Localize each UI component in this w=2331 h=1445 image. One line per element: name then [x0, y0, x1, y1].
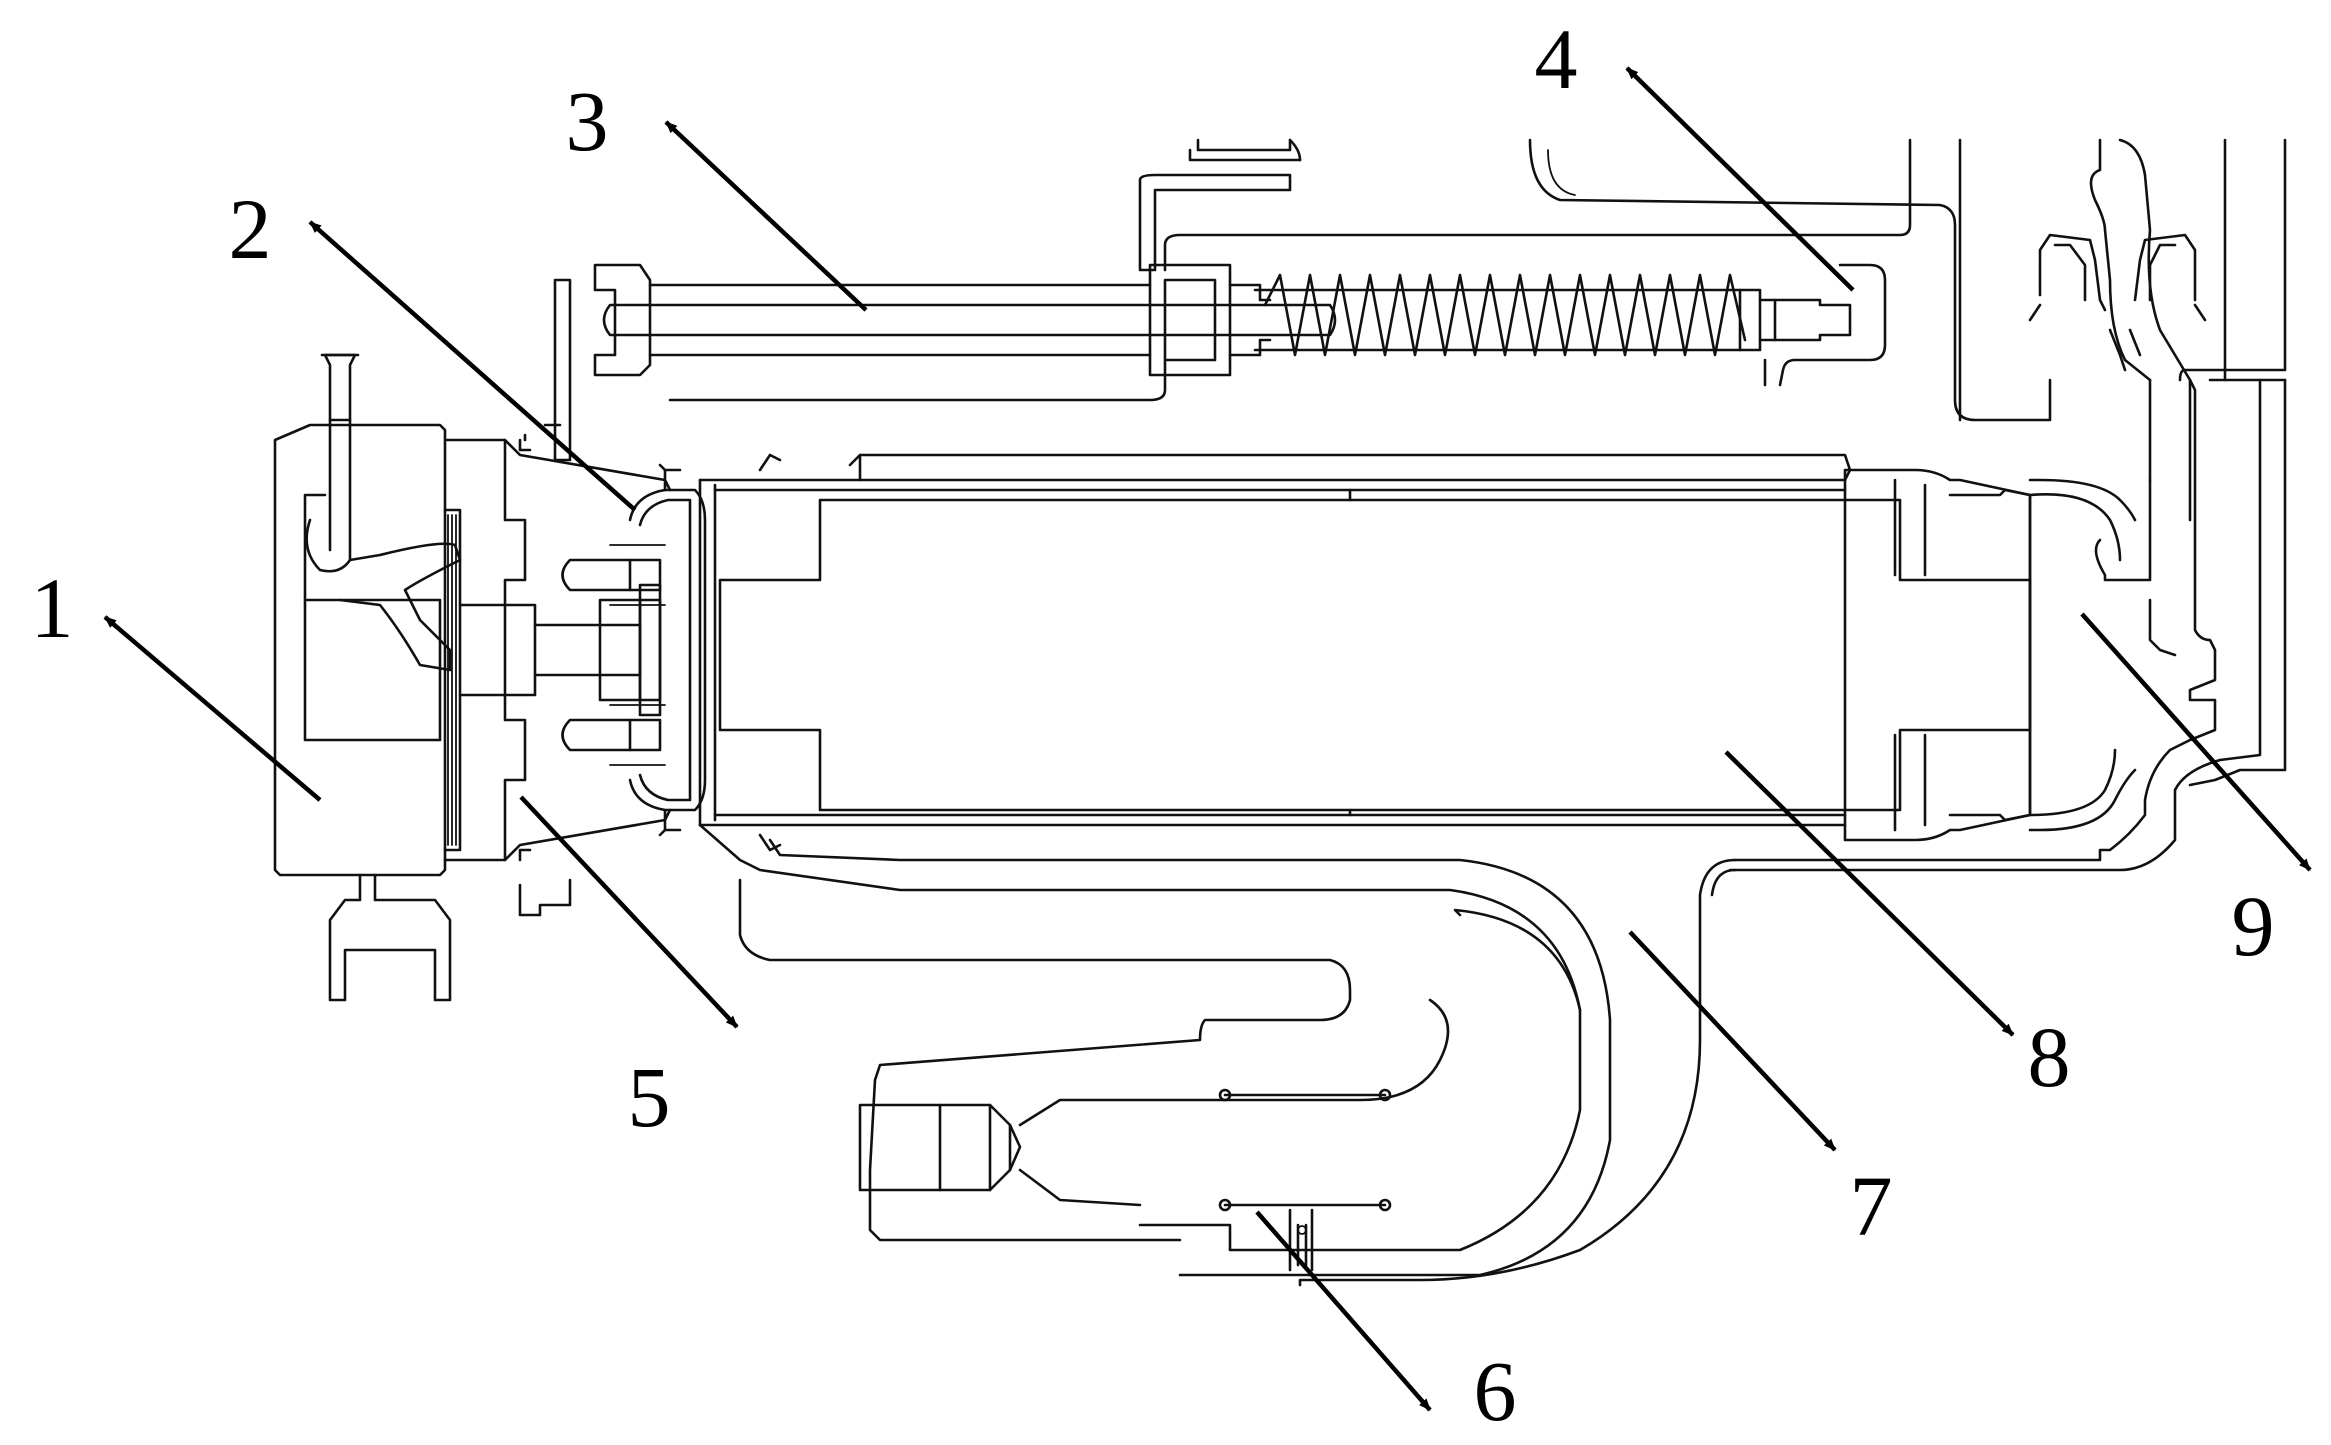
callout-3: 3: [566, 73, 609, 169]
leader-arrows: [103, 66, 2312, 1412]
leader-arrow-9: [2080, 612, 2312, 872]
callout-9: 9: [2232, 878, 2275, 974]
callout-5: 5: [628, 1049, 671, 1145]
leader-arrow-5: [519, 795, 739, 1029]
callout-6: 6: [1474, 1343, 1517, 1439]
leader-arrow-4: [1625, 66, 1855, 292]
callout-labels: 1 2 3 4 5 6 7 8 9: [31, 11, 2275, 1439]
left-end-fitting: [273, 353, 462, 1002]
main-cylinder: [698, 453, 2032, 842]
callout-1: 1: [31, 560, 74, 656]
callout-7: 7: [1850, 1158, 1893, 1254]
lower-terminal: [858, 998, 1450, 1272]
callout-8: 8: [2028, 1009, 2071, 1105]
leader-arrow-3: [664, 120, 868, 312]
callout-2: 2: [229, 181, 272, 277]
leader-arrow-6: [1255, 1210, 1432, 1412]
leader-arrow-7: [1628, 930, 1837, 1152]
right-end-housing: [1728, 138, 2287, 872]
leader-arrow-1: [103, 615, 322, 802]
leader-arrow-8: [1724, 750, 2015, 1037]
lower-conduit: [698, 823, 1737, 1287]
spring-coil: [1263, 273, 1747, 357]
terminal-zone: [443, 423, 782, 917]
upper-housing: [668, 138, 2287, 422]
leader-arrow-2: [308, 220, 637, 512]
callout-4: 4: [1535, 11, 1578, 107]
bellows-spring: [1148, 263, 1887, 387]
rod-shaft: [553, 263, 1337, 462]
top-bracket: [1138, 138, 1302, 272]
